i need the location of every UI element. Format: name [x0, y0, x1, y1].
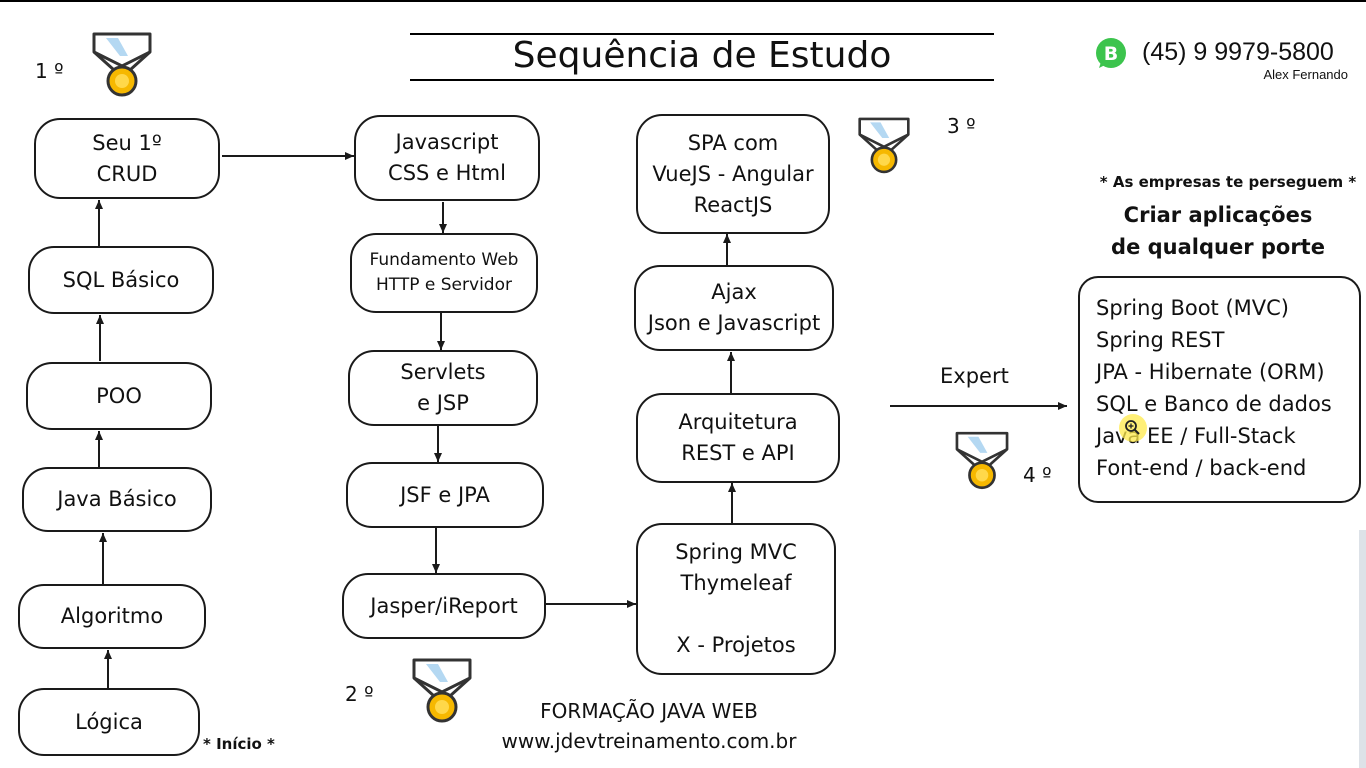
node-spring-mvc: Spring MVC Thymeleaf X - Projetos: [636, 523, 836, 675]
node-poo: POO: [26, 362, 212, 430]
node-logica: Lógica: [18, 688, 200, 756]
skill-item: Font-end / back-end: [1096, 456, 1307, 480]
start-note: * Início *: [203, 735, 275, 753]
title-banner: Sequência de Estudo: [410, 33, 994, 81]
node-label-line: CRUD: [96, 161, 158, 186]
skill-item: SQL e Banco de dados: [1096, 392, 1332, 416]
skill-item: JPA - Hibernate (ORM): [1096, 360, 1325, 384]
node-label: JSF e JPA: [400, 482, 490, 507]
headline-line: de qualquer porte: [1111, 235, 1325, 259]
node-label: Jasper/iReport: [370, 593, 518, 618]
zoom-cursor-icon: [1119, 414, 1147, 442]
node-label-line: Thymeleaf: [680, 571, 792, 595]
node-label: SQL Básico: [62, 267, 180, 292]
node-label-line: VueJS - Angular: [652, 161, 814, 186]
page-title: Sequência de Estudo: [512, 35, 892, 76]
medal-icon: [92, 32, 152, 97]
node-servlets: Servlets e JSP: [348, 350, 538, 426]
node-label-line: ReactJS: [693, 192, 773, 217]
node-jasper-ireport: Jasper/iReport: [342, 573, 546, 639]
node-label-line: Spring MVC: [675, 540, 797, 564]
expert-label: Expert: [940, 364, 1009, 388]
node-sql-basico: SQL Básico: [28, 246, 214, 314]
node-spa: SPA com VueJS - Angular ReactJS: [636, 114, 830, 234]
node-label-line: Servlets: [400, 360, 486, 384]
contact-author: Alex Fernando: [1263, 67, 1348, 82]
rank-2: 2 º: [345, 682, 374, 706]
medal-icon: [858, 117, 910, 174]
node-label-line: Seu 1º: [92, 130, 162, 155]
tagline: * As empresas te perseguem *: [1099, 173, 1357, 191]
node-label: Lógica: [75, 709, 143, 734]
contact-phone: (45) 9 9979-5800: [1142, 38, 1334, 66]
node-seu-primeiro-crud: Seu 1º CRUD: [34, 118, 220, 199]
node-ajax: Ajax Json e Javascript: [634, 265, 834, 351]
node-label-line: Fundamento Web: [369, 250, 519, 270]
node-label-line: REST e API: [681, 441, 795, 465]
node-label: POO: [96, 383, 142, 408]
node-java-basico: Java Básico: [22, 467, 212, 532]
rank-4: 4 º: [1023, 463, 1052, 487]
skill-item: Spring Boot (MVC): [1096, 296, 1289, 320]
node-label-line: X - Projetos: [676, 633, 796, 657]
node-label-line: Ajax: [711, 280, 757, 304]
medal-icon: [412, 658, 472, 723]
node-label-line: Arquitetura: [678, 410, 798, 434]
node-label-line: e JSP: [417, 391, 469, 415]
skill-item: Spring REST: [1096, 328, 1225, 352]
whatsapp-letter: B: [1104, 43, 1118, 65]
node-label-line: Javascript: [395, 130, 499, 154]
node-label-line: CSS e Html: [388, 161, 506, 185]
node-javascript: Javascript CSS e Html: [354, 115, 540, 201]
node-label-line: SPA com: [687, 130, 779, 155]
footer: FORMAÇÃO JAVA WEB www.jdevtreinamento.co…: [470, 696, 828, 756]
footer-url: www.jdevtreinamento.com.br: [501, 729, 797, 753]
expert-skills-box: Spring Boot (MVC) Spring REST JPA - Hibe…: [1078, 276, 1361, 503]
medal-icon: [955, 431, 1009, 490]
rank-1: 1 º: [35, 59, 64, 83]
node-fundamento-web: Fundamento Web HTTP e Servidor: [350, 233, 538, 313]
node-label-line: HTTP e Servidor: [376, 275, 512, 295]
headline: Criar aplicações de qualquer porte: [1080, 199, 1356, 263]
node-algoritmo: Algoritmo: [18, 584, 206, 649]
node-label-line: Json e Javascript: [647, 311, 821, 335]
headline-line: Criar aplicações: [1123, 203, 1313, 227]
node-jsf-jpa: JSF e JPA: [346, 462, 544, 528]
rank-3: 3 º: [947, 114, 976, 138]
node-label: Algoritmo: [60, 604, 164, 628]
top-border: [0, 0, 1366, 2]
node-label: Java Básico: [57, 487, 177, 511]
side-edge: [1359, 530, 1366, 768]
node-arquitetura: Arquitetura REST e API: [636, 393, 840, 483]
footer-line: FORMAÇÃO JAVA WEB: [540, 699, 758, 723]
whatsapp-icon: B: [1096, 38, 1126, 68]
